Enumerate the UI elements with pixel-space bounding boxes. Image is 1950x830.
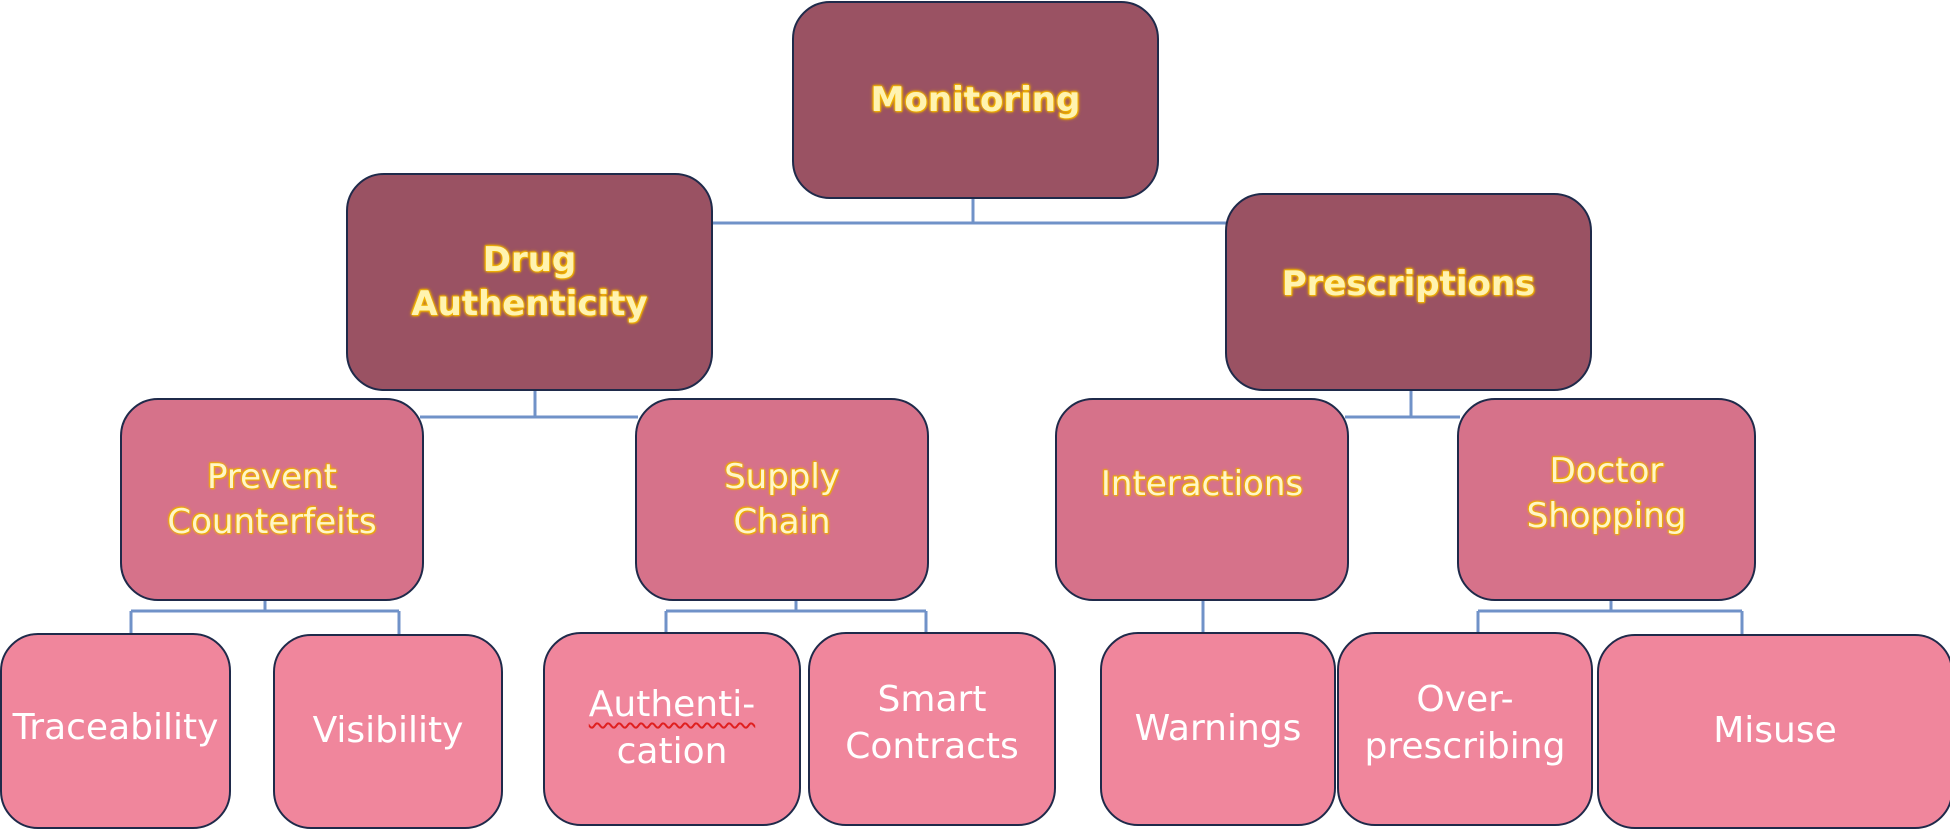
node-label: Prevent (207, 457, 337, 498)
node-visibility[interactable]: Visibility (273, 634, 503, 829)
node-traceability[interactable]: Traceability (0, 633, 231, 829)
node-warnings[interactable]: Warnings (1100, 632, 1336, 826)
node-label: Interactions (1100, 464, 1304, 504)
node-prevent-counterfeits[interactable]: Prevent Counterfeits (120, 398, 424, 601)
node-label: Visibility (312, 710, 464, 752)
node-drug-authenticity[interactable]: Drug Authenticity (346, 173, 713, 391)
node-prescriptions[interactable]: Prescriptions (1225, 193, 1592, 391)
node-label: Monitoring (870, 79, 1081, 120)
node-label: Authenticity (411, 284, 648, 324)
node-label: Authenti- (588, 684, 756, 726)
node-over-prescribing[interactable]: Over- prescribing (1337, 632, 1593, 826)
node-label: Misuse (1713, 710, 1837, 752)
node-interactions[interactable]: Interactions (1055, 398, 1349, 601)
node-label: Traceability (12, 706, 219, 748)
node-monitoring[interactable]: Monitoring (792, 1, 1159, 199)
node-label: Smart (877, 679, 987, 721)
node-label: Contracts (845, 726, 1019, 767)
node-label: Doctor (1549, 451, 1664, 492)
node-supply-chain[interactable]: Supply Chain (635, 398, 929, 601)
node-label: cation (616, 731, 728, 772)
node-label: Chain (733, 501, 831, 542)
node-smart-contracts[interactable]: Smart Contracts (808, 632, 1056, 826)
node-misuse[interactable]: Misuse (1597, 634, 1950, 829)
node-authentication[interactable]: Authenti- cation (543, 632, 801, 826)
node-label: Supply (724, 457, 840, 498)
node-label: Counterfeits (167, 501, 377, 542)
node-label: Over- (1416, 679, 1514, 721)
node-label: Shopping (1526, 495, 1687, 536)
node-label: Drug (482, 239, 577, 280)
node-label: prescribing (1364, 726, 1566, 767)
node-label: Prescriptions (1281, 263, 1536, 304)
node-doctor-shopping[interactable]: Doctor Shopping (1457, 398, 1756, 601)
node-label: Warnings (1134, 707, 1302, 749)
